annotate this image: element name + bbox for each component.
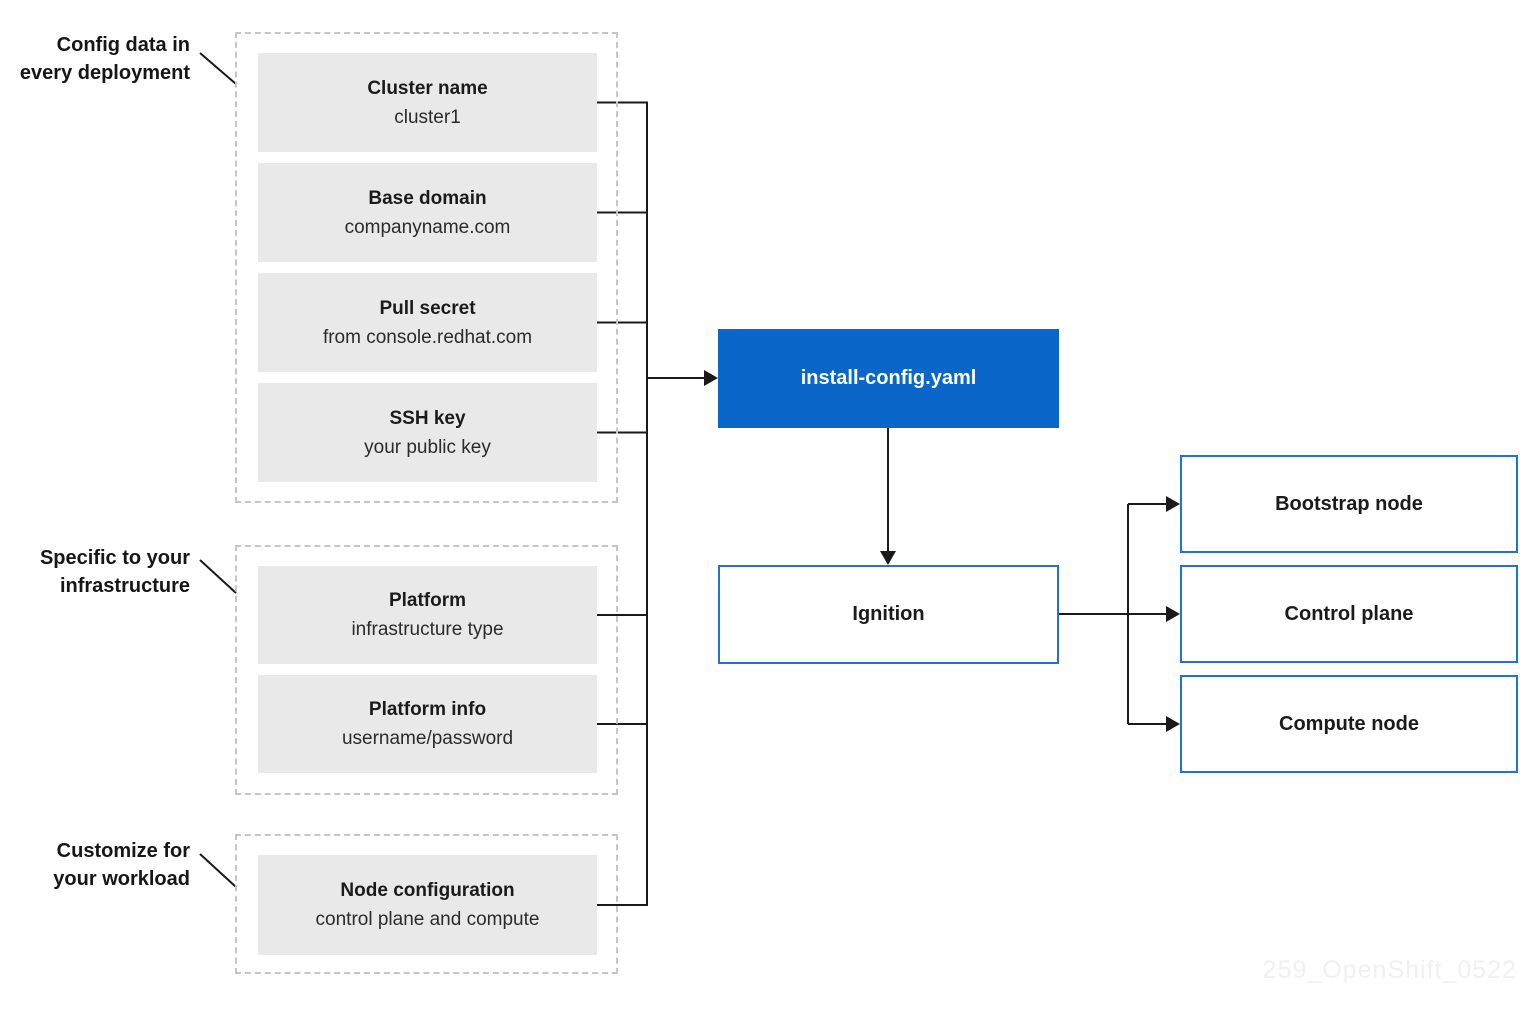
group-label-workload: Customize for your workload [0, 837, 190, 893]
label-pointer-config-data [199, 52, 237, 85]
config-box-subtitle: username/password [341, 728, 514, 749]
ignition-box: Ignition [718, 565, 1059, 664]
group-label-line: your workload [53, 868, 190, 890]
group-config-data [235, 32, 618, 503]
node-box-compute: Compute node [1180, 675, 1518, 773]
group-label-line: Customize for [56, 840, 190, 862]
config-box-title: Node configuration [340, 880, 515, 901]
config-box-ssh-key: SSH key your public key [258, 383, 597, 482]
config-box-node-configuration: Node configuration control plane and com… [258, 855, 597, 955]
group-label-line: every deployment [19, 62, 190, 84]
label-pointer-infrastructure [199, 559, 237, 594]
group-label-line: Config data in [56, 34, 190, 56]
config-box-pull-secret: Pull secret from console.redhat.com [258, 273, 597, 372]
config-box-subtitle: from console.redhat.com [322, 326, 533, 348]
watermark: 259_OpenShift_0522 [1262, 956, 1517, 984]
group-label-infrastructure: Specific to your infrastructure [0, 544, 190, 600]
config-box-cluster-name: Cluster name cluster1 [258, 53, 597, 152]
group-label-line: infrastructure [59, 575, 190, 597]
install-config-arrowhead-icon [704, 370, 718, 386]
label-pointer-workload [199, 853, 237, 888]
config-box-title: SSH key [389, 407, 466, 429]
bootstrap-arrowhead-icon [1166, 496, 1180, 512]
config-box-platform-info: Platform info username/password [258, 675, 597, 773]
group-infrastructure [235, 545, 618, 795]
ignition-label: Ignition [852, 603, 925, 625]
config-box-subtitle: your public key [364, 436, 491, 458]
install-config-box: install-config.yaml [718, 329, 1059, 428]
config-box-platform: Platform infrastructure type [258, 566, 597, 664]
install-config-label: install-config.yaml [800, 367, 977, 389]
node-box-label: Control plane [1284, 602, 1414, 625]
group-label-config-data: Config data in every deployment [0, 31, 190, 87]
node-box-label: Compute node [1279, 712, 1419, 735]
config-box-base-domain: Base domain companyname.com [258, 163, 597, 262]
config-box-subtitle: control plane and compute [315, 909, 540, 930]
config-box-subtitle: cluster1 [394, 106, 461, 128]
config-box-subtitle: infrastructure type [351, 619, 504, 640]
group-label-line: Specific to your [39, 547, 190, 569]
node-box-label: Bootstrap node [1275, 492, 1423, 515]
config-box-title: Platform [388, 590, 467, 611]
compute-arrowhead-icon [1166, 716, 1180, 732]
node-box-bootstrap: Bootstrap node [1180, 455, 1518, 553]
config-box-subtitle: companyname.com [344, 216, 511, 238]
config-box-title: Cluster name [367, 77, 488, 99]
config-box-title: Pull secret [379, 297, 476, 319]
control-plane-arrowhead-icon [1166, 606, 1180, 622]
config-box-title: Platform info [368, 699, 487, 720]
config-box-title: Base domain [368, 187, 487, 209]
node-box-control-plane: Control plane [1180, 565, 1518, 663]
group-workload [235, 834, 618, 974]
ignition-arrowhead-icon [880, 551, 896, 565]
